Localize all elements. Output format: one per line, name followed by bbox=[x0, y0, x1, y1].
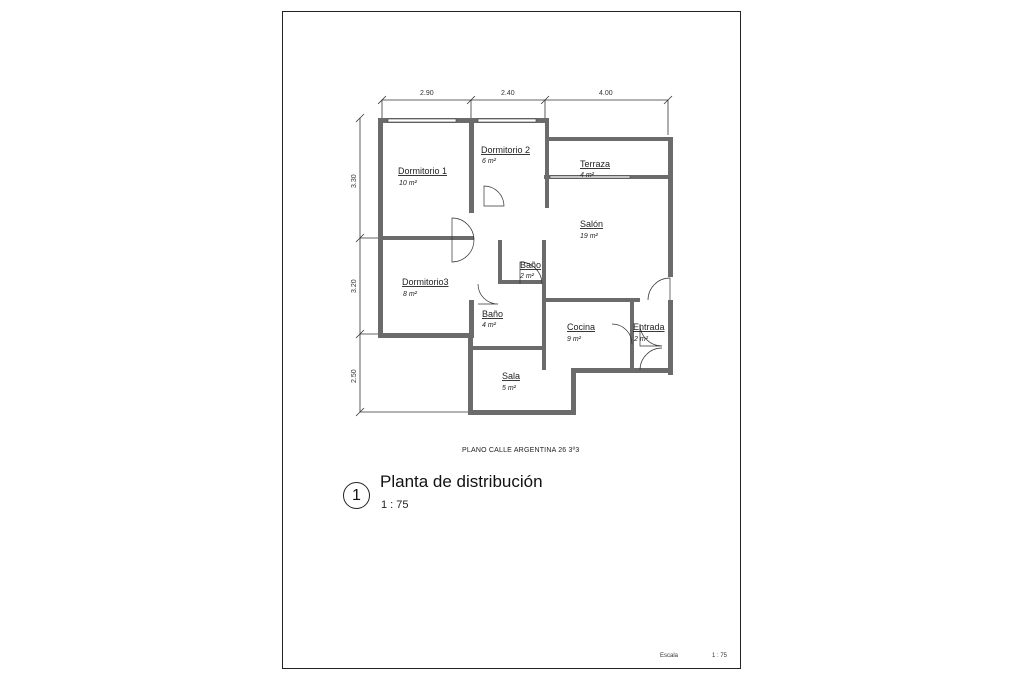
door-dorm2 bbox=[483, 185, 505, 207]
room-area-entrada: 2 m² bbox=[633, 336, 649, 343]
room-name-dormitorio-1: Dormitorio 1 bbox=[398, 166, 447, 176]
view-title: Planta de distribución bbox=[380, 472, 543, 491]
dim-top-3: 4.00 bbox=[599, 90, 613, 97]
wall-south-kitchen bbox=[571, 368, 673, 373]
door-dorm3-upper bbox=[451, 239, 475, 263]
dim-top-1: 2.90 bbox=[420, 90, 434, 97]
room-area-dormitorio-3: 8 m² bbox=[403, 291, 418, 298]
room-name-bano-1: Baño bbox=[520, 260, 541, 270]
wall-bath1-west bbox=[498, 240, 502, 284]
walls bbox=[378, 118, 673, 415]
room-area-sala: 5 m² bbox=[502, 385, 517, 392]
view-number-badge: 1 bbox=[343, 482, 370, 509]
room-area-bano-2: 4 m² bbox=[482, 322, 497, 329]
window-dorm2 bbox=[477, 118, 537, 123]
wall-bath-east bbox=[542, 240, 546, 370]
room-name-cocina: Cocina bbox=[567, 322, 595, 332]
footer-scale-value: 1 : 75 bbox=[712, 653, 728, 659]
view-scale: 1 : 75 bbox=[381, 499, 409, 511]
dim-left-3: 2.50 bbox=[351, 369, 358, 383]
dim-top-2: 2.40 bbox=[501, 90, 515, 97]
room-name-sala: Sala bbox=[502, 371, 520, 381]
door-entry-inner bbox=[639, 323, 663, 347]
wall-dorm1-dorm3 bbox=[378, 236, 474, 240]
dimension-chain-left: 3.30 3.20 2.50 bbox=[351, 113, 470, 417]
dim-left-1: 3.30 bbox=[351, 174, 358, 188]
room-area-cocina: 9 m² bbox=[567, 336, 582, 343]
windows bbox=[387, 118, 631, 179]
door-entry bbox=[647, 277, 671, 301]
wall-north-bedrooms bbox=[378, 118, 548, 123]
room-name-dormitorio-2: Dormitorio 2 bbox=[481, 145, 530, 155]
wall-kitchen-north bbox=[544, 298, 640, 302]
wall-west bbox=[378, 118, 383, 338]
wall-terrace-north bbox=[545, 137, 673, 141]
door-dorm1 bbox=[451, 217, 475, 241]
room-labels: Dormitorio 1 10 m² Dormitorio 2 6 m² Ter… bbox=[398, 145, 665, 392]
room-area-salon: 19 m² bbox=[580, 233, 599, 240]
room-name-entrada: Entrada bbox=[633, 322, 665, 332]
room-area-terraza: 4 m² bbox=[580, 172, 595, 179]
wall-bath-divider bbox=[498, 280, 546, 284]
wall-sala-east bbox=[571, 368, 576, 415]
room-name-terraza: Terraza bbox=[580, 159, 610, 169]
door-bath2 bbox=[477, 283, 499, 305]
room-area-dormitorio-1: 10 m² bbox=[399, 180, 418, 187]
wall-dorm2-east bbox=[545, 118, 549, 208]
room-name-salon: Salón bbox=[580, 219, 603, 229]
wall-kitchen-entry bbox=[630, 298, 634, 370]
footer-scale-label: Escala bbox=[660, 653, 679, 659]
plan-caption: PLANO CALLE ARGENTINA 26 3º3 bbox=[462, 447, 580, 454]
dim-left-2: 3.20 bbox=[351, 279, 358, 293]
room-area-dormitorio-2: 6 m² bbox=[482, 158, 497, 165]
wall-bath2-south bbox=[473, 346, 546, 350]
wall-east-upper bbox=[668, 137, 673, 277]
room-name-bano-2: Baño bbox=[482, 309, 503, 319]
wall-dorm1-dorm2 bbox=[469, 118, 474, 213]
wall-dorm3-east bbox=[469, 300, 474, 338]
door-bath1 bbox=[519, 261, 543, 285]
dimension-chain-top: 2.90 2.40 4.00 bbox=[377, 90, 673, 135]
room-area-bano-1: 2 m² bbox=[519, 273, 535, 280]
window-dorm1 bbox=[387, 118, 457, 123]
door-kitchen bbox=[611, 323, 633, 345]
door-entry-outer bbox=[639, 347, 663, 371]
wall-sala-south bbox=[468, 410, 576, 415]
room-name-dormitorio-3: Dormitorio3 bbox=[402, 277, 449, 287]
wall-east-lower bbox=[668, 300, 673, 375]
window-terrace bbox=[549, 175, 631, 179]
doors bbox=[451, 185, 671, 371]
wall-south-dorm3 bbox=[378, 333, 470, 338]
wall-sala-west bbox=[468, 333, 473, 415]
